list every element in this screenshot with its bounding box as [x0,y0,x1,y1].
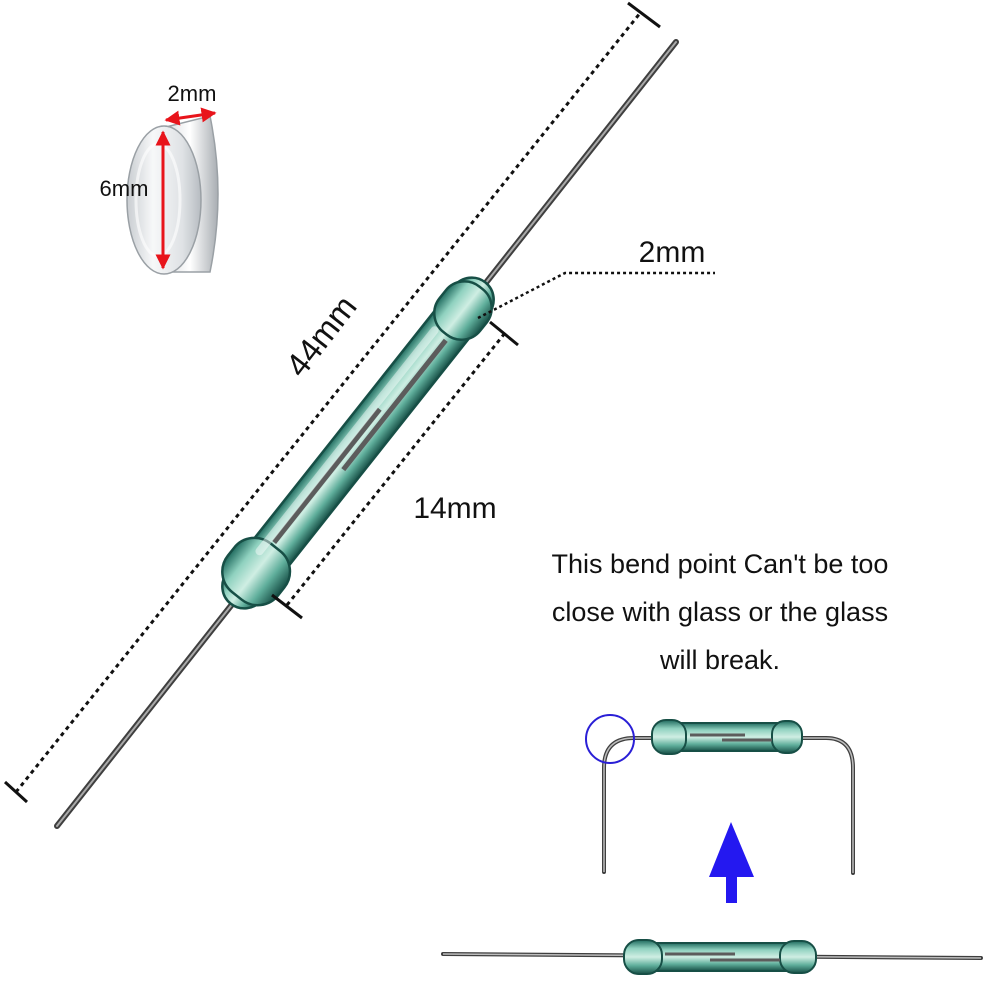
magnet-thickness-arrow [164,107,217,126]
glass-length-dimension [271,320,519,620]
arrow-up-icon [709,822,754,903]
total-length-dimension [3,1,661,804]
bend-warning-line-1: This bend point Can't be too [551,549,889,579]
bend-warning-line-2: close with glass or the glass [551,597,889,627]
glass-diameter-label: 2mm [639,236,706,269]
magnet-diameter-label: 6mm [100,176,149,201]
bend-warning-note: This bend point Can't be too close with … [505,540,935,684]
bend-warning-line-3: will break. [659,645,781,675]
reed-switch-straight [441,939,983,975]
glass-diameter-leader [477,271,715,320]
reed-switch-main [54,39,679,829]
total-length-label: 44mm [278,288,364,383]
magnet-thickness-label: 2mm [168,81,217,106]
glass-length-label: 14mm [413,492,496,525]
circle-marker-icon [585,714,635,764]
magnet-icon [126,115,219,275]
